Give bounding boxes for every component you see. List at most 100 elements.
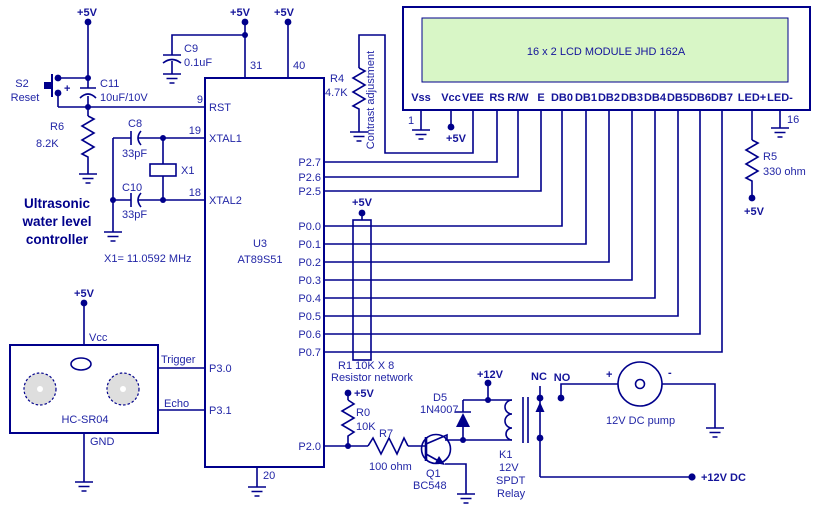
power-label-5v: +5V	[74, 288, 95, 300]
label-d5-val: 1N4007	[420, 404, 459, 416]
transducer-left-dot	[37, 386, 43, 392]
mcu-pin-xtal1: XTAL1	[209, 133, 242, 145]
mcu-pin-p06: P0.6	[298, 329, 321, 341]
ground-icon	[103, 227, 123, 242]
resistor-network-r1-body	[352, 219, 372, 361]
sensor-body	[9, 344, 159, 434]
lcd-pin-db0: DB0	[551, 92, 573, 104]
label-k1-l1: 12V	[499, 462, 519, 474]
label-s2-ref: S2	[15, 78, 28, 90]
power-label-5v: +5V	[77, 7, 98, 19]
ground-symbols	[74, 69, 790, 504]
sensor-name: HC-SR04	[61, 414, 108, 426]
ground-icon	[162, 69, 182, 84]
label-r0-val: 10K	[356, 421, 376, 433]
relay-armature-arrow	[535, 402, 545, 412]
lcd-screen	[421, 17, 789, 83]
lcd-pin-db4: DB4	[644, 92, 667, 104]
mcu-body	[204, 77, 325, 468]
mcu-pin-p00: P0.0	[298, 221, 321, 233]
ground-icon	[78, 169, 98, 184]
label-r7-ref: R7	[379, 428, 393, 440]
power-label-5v: +5V	[352, 197, 373, 209]
ground-icon	[705, 423, 725, 438]
mcu-pin-p27: P2.7	[298, 157, 321, 169]
label-r5-val: 330 ohm	[763, 166, 806, 178]
label-c10-val: 33pF	[122, 209, 147, 221]
lcd-pin-rw: R/W	[507, 92, 529, 104]
label-d5-ref: D5	[433, 392, 447, 404]
ground-icon	[456, 489, 476, 504]
pump-minus-terminal: -	[668, 367, 672, 379]
label-c8-val: 33pF	[122, 148, 147, 160]
mcu-pin-p03: P0.3	[298, 275, 321, 287]
resistor-r0	[340, 399, 356, 446]
power-label-5v: +5V	[744, 206, 765, 218]
wires	[57, 22, 781, 490]
lcd-pin-db7: DB7	[711, 92, 733, 104]
label-c8-ref: C8	[128, 118, 142, 130]
label-r0-ref: R0	[356, 407, 370, 419]
pin-number-18: 18	[189, 187, 201, 199]
lcd-pin-db5: DB5	[667, 92, 689, 104]
label-k1-l2: SPDT	[496, 475, 526, 487]
mcu-pin-p07: P0.7	[298, 347, 321, 359]
lcd-pin-db3: DB3	[621, 92, 643, 104]
sensor-pin-echo: Echo	[164, 398, 189, 410]
lcd-pin-vee: VEE	[462, 92, 484, 104]
power-label-12v: +12V	[477, 369, 504, 381]
sensor-oscillator-icon	[70, 357, 92, 371]
mcu-pin-xtal2: XTAL2	[209, 195, 242, 207]
mcu-pin-p25: P2.5	[298, 186, 321, 198]
power-label-5v: +5V	[354, 388, 375, 400]
label-r1-note: Resistor network	[331, 372, 413, 384]
resistor-r7	[367, 436, 409, 456]
label-r1-ref: R1 10K X 8	[338, 360, 394, 372]
resistor-r6	[80, 115, 96, 170]
power-label-12vdc: +12V DC	[701, 472, 746, 484]
lcd-module-body	[402, 6, 811, 111]
lcd-pin-ledp: LED+	[738, 92, 766, 104]
label-contact-nc: NC	[531, 371, 547, 383]
diagram-title-line1: Ultrasonic	[24, 196, 91, 211]
lcd-pin-number-1: 1	[408, 115, 414, 127]
ground-icon	[411, 125, 431, 140]
pin-number-40: 40	[293, 60, 305, 72]
lcd-screen-text: 16 x 2 LCD MODULE JHD 162A	[527, 46, 686, 58]
label-x1-ref: X1	[181, 165, 194, 177]
lcd-pin-db1: DB1	[575, 92, 597, 104]
pump-plus-terminal: +	[606, 369, 612, 381]
mcu-pin-p04: P0.4	[298, 293, 321, 305]
pin-number-20: 20	[263, 470, 275, 482]
mcu-pin-p20: P2.0	[298, 441, 321, 453]
mcu-pin-p30: P3.0	[209, 363, 232, 375]
mcu-ref: U3	[253, 238, 267, 250]
label-k1-ref: K1	[499, 449, 512, 461]
transducer-right-dot	[120, 386, 126, 392]
label-q1-val: BC548	[413, 480, 447, 492]
label-r4-val: 4.7K	[325, 87, 348, 99]
junction-dots	[54, 18, 756, 481]
ground-icon	[247, 482, 267, 497]
label-r7-val: 100 ohm	[369, 461, 412, 473]
label-contact-no: NO	[554, 372, 571, 384]
label-pump: 12V DC pump	[606, 415, 675, 427]
label-k1-l3: Relay	[497, 488, 526, 500]
label-q1-ref: Q1	[426, 468, 441, 480]
label-x1-note: X1= 11.0592 MHz	[104, 253, 192, 265]
sensor-pin-trig: Trigger	[161, 354, 196, 366]
label-c9-val: 0.1uF	[184, 57, 212, 69]
mcu-pin-p01: P0.1	[298, 239, 321, 251]
sensor-pin-vcc: Vcc	[89, 332, 108, 344]
resistor-r5	[744, 139, 760, 196]
label-c10-ref: C10	[122, 182, 142, 194]
crystal-x1-body	[149, 163, 177, 177]
lcd-pin-vcc: Vcc	[441, 92, 461, 104]
ground-icon	[74, 477, 94, 492]
pin-number-31: 31	[250, 60, 262, 72]
mcu-pin-p02: P0.2	[298, 257, 321, 269]
label-r6-ref: R6	[50, 121, 64, 133]
pin-number-9: 9	[197, 94, 203, 106]
